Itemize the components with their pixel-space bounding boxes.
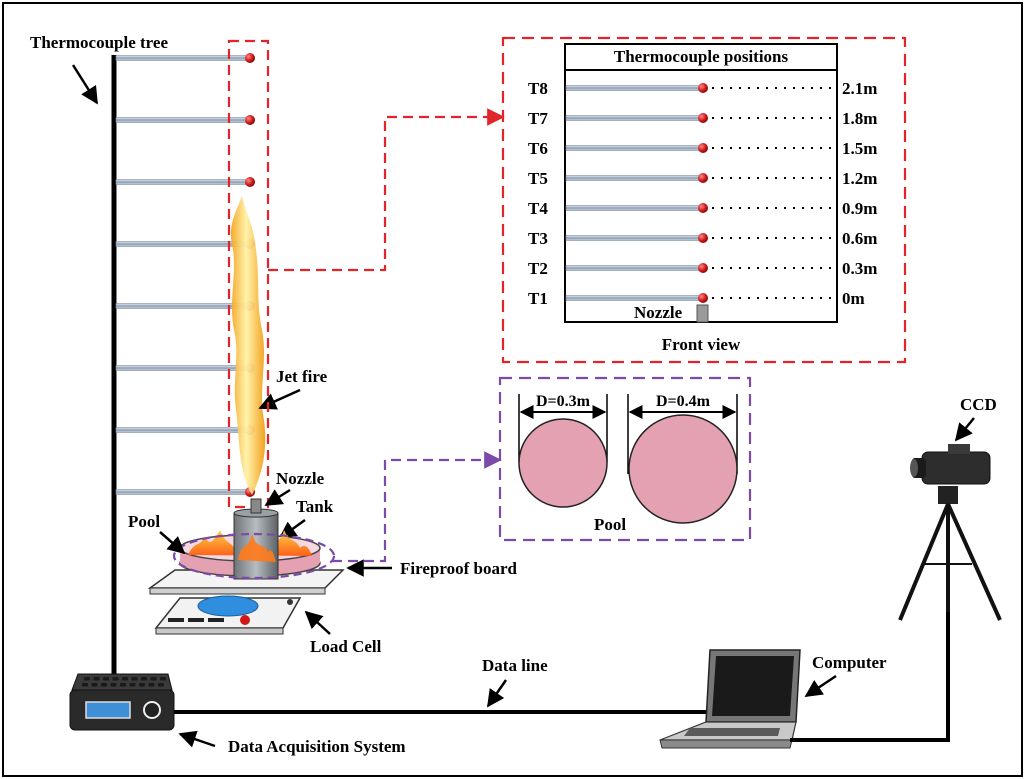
laptop-computer xyxy=(659,649,801,749)
nozzle xyxy=(250,498,262,514)
thermocouple-tip xyxy=(698,203,708,213)
daq-label: Data Acquisition System xyxy=(228,737,406,756)
nozzle-label: Nozzle xyxy=(276,469,325,488)
jet-fire-label: Jet fire xyxy=(276,367,328,386)
ccd-label: CCD xyxy=(960,395,997,414)
ccd-camera xyxy=(910,444,991,485)
tree-thermocouple-rod xyxy=(115,363,255,373)
pool-highlight-ellipse xyxy=(172,532,336,580)
front-view-thermocouple-row: T2 0.3m xyxy=(528,259,877,278)
thermocouple-id: T3 xyxy=(528,229,548,248)
pool-detail-panel: D=0.3m D=0.4m Pool xyxy=(518,393,738,534)
thermocouple-height: 0m xyxy=(842,289,865,308)
thermocouple-tree-label: Thermocouple tree xyxy=(30,33,168,52)
front-view-caption: Front view xyxy=(662,335,741,354)
front-view-thermocouple-row: T6 1.5m xyxy=(528,139,877,158)
tank-label: Tank xyxy=(296,497,334,516)
data-line-arrow xyxy=(486,679,508,708)
front-view-thermocouple-row: T5 1.2m xyxy=(528,169,877,188)
front-view-thermocouple-row: T1 0m xyxy=(528,289,865,308)
front-view-thermocouple-row: T7 1.8m xyxy=(528,109,877,128)
thermocouple-tip xyxy=(698,143,708,153)
computer-to-ccd-cable xyxy=(790,612,950,742)
thermocouple-id: T2 xyxy=(528,259,548,278)
thermocouple-tip xyxy=(698,173,708,183)
thermocouple-tip xyxy=(698,293,708,303)
thermocouple-id: T6 xyxy=(528,139,548,158)
thermocouple-height: 2.1m xyxy=(842,79,877,98)
large-pool-circle xyxy=(628,414,738,524)
jet-fire-arrow xyxy=(258,388,301,410)
pool-arrow xyxy=(159,531,186,555)
thermocouple-height: 0.9m xyxy=(842,199,877,218)
flame-region-callout xyxy=(227,39,270,509)
front-view-nozzle-label: Nozzle xyxy=(634,303,683,322)
jet-fire-flame xyxy=(230,196,266,495)
thermocouple-tree xyxy=(111,53,255,680)
front-view-callout xyxy=(501,36,907,364)
front-view-thermocouple-row: T8 2.1m xyxy=(528,79,877,98)
front-view-thermocouple-row: T3 0.6m xyxy=(528,229,877,248)
tree-thermocouple-rod xyxy=(115,487,255,497)
thermocouple-id: T8 xyxy=(528,79,548,98)
ccd-arrow xyxy=(954,417,975,442)
fireproof-board-label: Fireproof board xyxy=(400,559,517,578)
nozzle-arrow xyxy=(264,488,291,507)
purple-callout-connector xyxy=(332,451,502,563)
tree-thermocouple-rod xyxy=(115,53,255,63)
thermocouple-height: 0.3m xyxy=(842,259,877,278)
thermocouple-tip xyxy=(245,115,255,125)
computer-label: Computer xyxy=(812,653,887,672)
tank xyxy=(233,498,279,580)
thermocouple-id: T4 xyxy=(528,199,548,218)
large-pool-diameter: D=0.4m xyxy=(656,393,711,410)
thermocouple-id: T1 xyxy=(528,289,548,308)
tree-thermocouple-rod xyxy=(115,115,255,125)
thermocouple-height: 0.6m xyxy=(842,229,877,248)
front-view-title: Thermocouple positions xyxy=(614,47,789,66)
thermocouple-tree-arrow xyxy=(71,64,99,105)
load-cell xyxy=(154,595,302,635)
thermocouple-tip xyxy=(245,53,255,63)
thermocouple-height: 1.8m xyxy=(842,109,877,128)
pool-detail-callout xyxy=(498,376,752,542)
tree-thermocouple-rod xyxy=(115,425,255,435)
thermocouple-id: T5 xyxy=(528,169,548,188)
daq-arrow xyxy=(178,730,216,748)
load-cell-arrow xyxy=(304,610,331,635)
thermocouple-tip xyxy=(245,177,255,187)
load-cell-label: Load Cell xyxy=(310,637,382,656)
data-acquisition-device xyxy=(69,673,175,731)
small-pool-circle xyxy=(518,418,608,508)
thermocouple-height: 1.5m xyxy=(842,139,877,158)
tree-thermocouple-rod xyxy=(115,177,255,187)
thermocouple-height: 1.2m xyxy=(842,169,877,188)
thermocouple-tip xyxy=(698,83,708,93)
small-pool-diameter: D=0.3m xyxy=(536,393,591,410)
red-callout-connector xyxy=(268,108,505,272)
thermocouple-tip xyxy=(698,263,708,273)
computer-arrow xyxy=(804,674,837,698)
thermocouple-id: T7 xyxy=(528,109,548,128)
data-line-label: Data line xyxy=(482,656,548,675)
pool-detail-caption: Pool xyxy=(594,515,626,534)
tripod xyxy=(898,486,1002,621)
front-view-nozzle xyxy=(696,304,709,323)
front-view-thermocouple-row: T4 0.9m xyxy=(528,199,877,218)
pool-label: Pool xyxy=(128,512,160,531)
thermocouple-tip xyxy=(698,233,708,243)
thermocouple-tip xyxy=(698,113,708,123)
